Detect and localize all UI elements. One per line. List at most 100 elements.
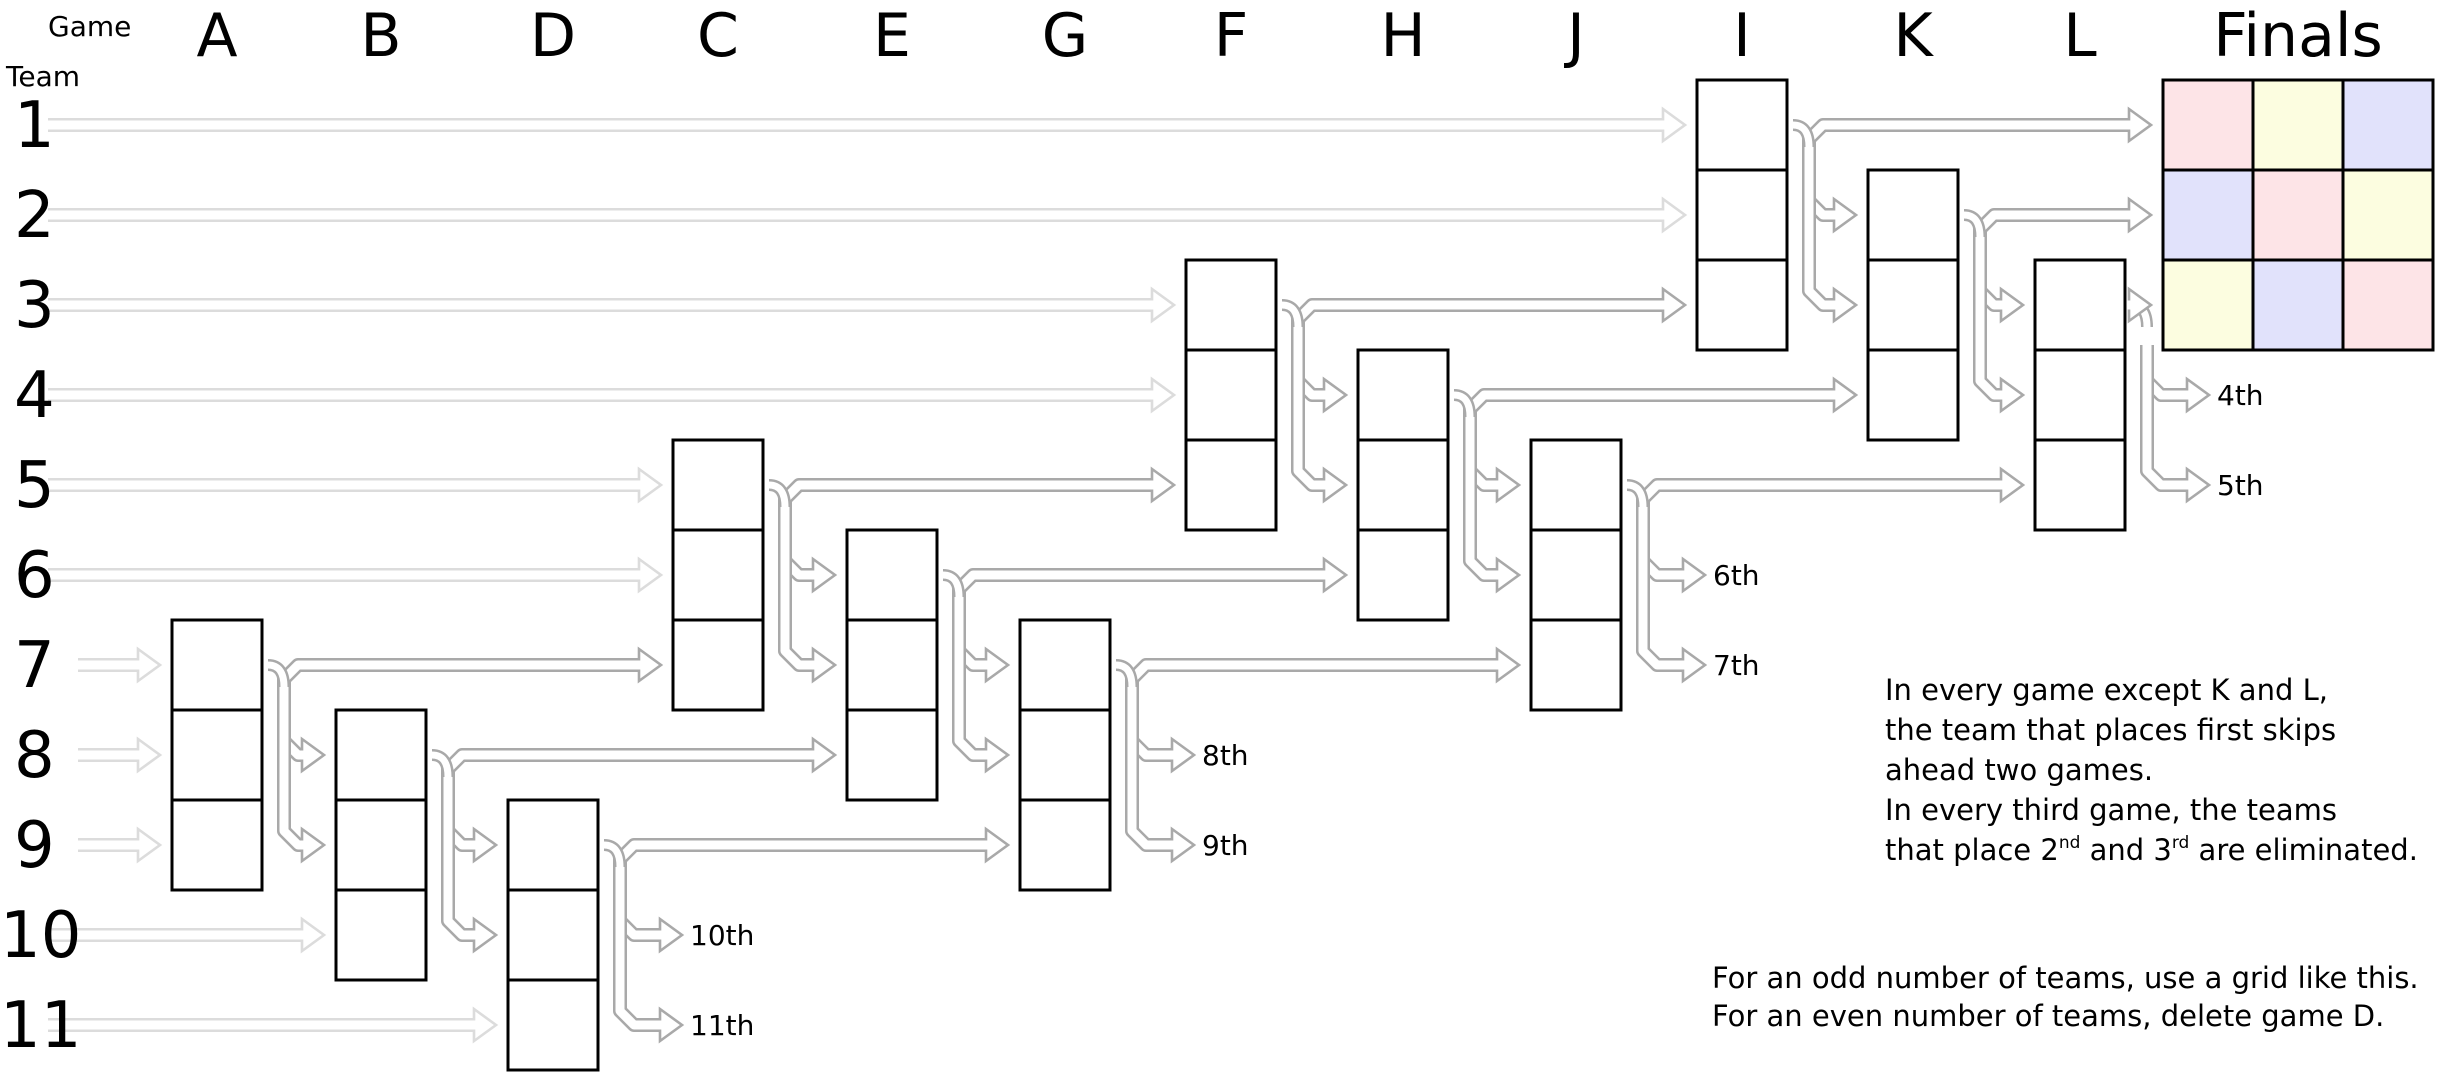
game-header-L: L: [2063, 1, 2097, 71]
entry-arrow-team-9: [78, 826, 163, 864]
game-box-K: [1866, 168, 1960, 442]
game-slot: [1356, 528, 1450, 622]
team-row-label: 11: [0, 989, 81, 1063]
game-slot: [1529, 528, 1623, 622]
team-row-label: 6: [14, 539, 55, 613]
finals-cell: [2251, 78, 2345, 172]
game-header-F: F: [1214, 1, 1249, 71]
game-box-C: [671, 438, 765, 712]
rule-note-line-4: In every third game, the teams: [1885, 793, 2337, 827]
rule-note: In every game except K and L, the team t…: [1885, 673, 2418, 867]
first-place-arrow-G: [1125, 646, 1522, 705]
rule-note-line-3: ahead two games.: [1885, 753, 2153, 787]
game-slot: [1184, 258, 1278, 352]
team-header-label: Team: [5, 60, 80, 93]
team-row-label: 5: [14, 449, 55, 523]
finals-cell: [2341, 168, 2435, 262]
game-box-L: [2033, 258, 2127, 532]
finals-title: Finals: [2213, 1, 2383, 71]
odd-even-note-line-1: For an odd number of teams, use a grid l…: [1712, 961, 2419, 995]
game-slot: [1866, 258, 1960, 352]
game-box-F: [1184, 258, 1278, 532]
advance-arrows: [267, 106, 2212, 1044]
game-header-B: B: [360, 1, 401, 71]
entry-arrows: [48, 106, 1688, 1044]
entry-arrow-team-5: [48, 466, 664, 504]
second-place-arrow-G: [1125, 705, 1197, 774]
placement-label-D: 10th: [690, 919, 754, 952]
game-slot: [170, 618, 264, 712]
third-place-arrow-H: [1463, 435, 1522, 594]
game-slot: [1356, 348, 1450, 442]
game-box-B: [334, 708, 428, 982]
first-place-arrow-K: [1973, 196, 2154, 255]
first-place-arrow-E: [952, 556, 1349, 615]
game-slot: [1018, 618, 1112, 712]
game-header-A: A: [196, 1, 237, 71]
rule-note-line-1: In every game except K and L,: [1885, 673, 2328, 707]
game-slot: [1695, 78, 1789, 172]
first-place-arrow-J: [1636, 466, 2026, 525]
second-place-arrow-J: [1636, 525, 1708, 594]
first-place-arrow-D: [613, 826, 1011, 885]
game-slot: [1866, 348, 1960, 442]
third-place-arrow-B: [441, 795, 499, 954]
game-slot: [845, 528, 939, 622]
second-place-arrow-C: [778, 525, 838, 594]
team-row-label: 3: [14, 269, 55, 343]
game-header-E: E: [873, 1, 911, 71]
first-place-arrow-B: [441, 736, 838, 795]
game-slot: [334, 708, 428, 802]
game-slot: [170, 708, 264, 802]
third-place-arrow-G: [1125, 705, 1197, 864]
entry-arrow-team-11: [48, 1006, 499, 1044]
game-header-I: I: [1733, 1, 1751, 71]
third-place-arrow-E: [952, 615, 1011, 774]
first-place-arrow-F: [1291, 286, 1688, 345]
first-place-arrow-L: [2126, 286, 2154, 324]
team-row-label: 2: [14, 179, 55, 253]
first-place-arrow-A: [277, 646, 664, 705]
team-row-label: 8: [14, 719, 55, 793]
game-header-D: D: [530, 1, 576, 71]
first-place-arrow-C: [778, 466, 1177, 525]
rule-note-line-5: that place 2nd and 3rd are eliminated.: [1885, 833, 2418, 867]
second-place-arrow-D: [613, 885, 685, 954]
game-header-label: Game: [48, 10, 131, 43]
entry-arrow-team-10: [48, 916, 327, 954]
game-slot: [1529, 618, 1623, 712]
game-slot: [1695, 258, 1789, 352]
game-slot: [2033, 348, 2127, 442]
game-slot: [1695, 168, 1789, 262]
game-header-G: G: [1042, 1, 1089, 71]
odd-even-note-line-2: For an even number of teams, delete game…: [1712, 999, 2384, 1033]
game-box-E: [845, 528, 939, 802]
game-header-J: J: [1563, 1, 1585, 71]
rule-note-line-2: the team that places first skips: [1885, 713, 2336, 747]
finals-cell: [2251, 258, 2345, 352]
third-place-arrow-F: [1291, 345, 1349, 504]
third-place-arrow-A: [277, 705, 327, 864]
finals-cell: [2251, 168, 2345, 262]
second-place-arrow-I: [1802, 165, 1859, 234]
game-box-G: [1018, 618, 1112, 892]
game-box-I: [1695, 78, 1789, 352]
game-header-C: C: [697, 1, 739, 71]
game-slot: [170, 798, 264, 892]
game-slot: [2033, 438, 2127, 532]
game-slot: [506, 888, 600, 982]
game-box-D: [506, 798, 600, 1072]
team-row-label: 7: [14, 629, 55, 703]
game-slot: [671, 438, 765, 532]
team-row-label: 1: [14, 89, 55, 163]
game-header-H: H: [1380, 1, 1425, 71]
entry-arrow-team-7: [78, 646, 163, 684]
placement-label-L: 5th: [2217, 469, 2264, 502]
game-slot: [671, 618, 765, 712]
game-slot: [506, 798, 600, 892]
game-box-H: [1356, 348, 1450, 622]
